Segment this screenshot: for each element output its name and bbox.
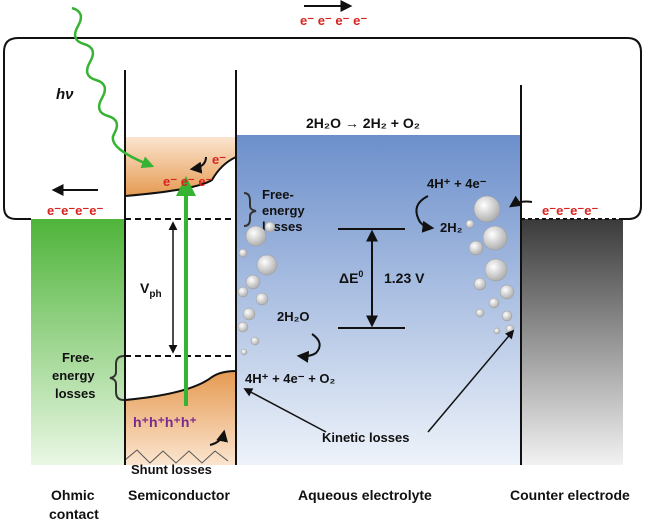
brace-left <box>109 355 125 401</box>
conduction-band-edge <box>124 156 237 197</box>
photon-label: hν <box>56 86 74 103</box>
reduction-reactants: 4H⁺ + 4e⁻ <box>427 176 487 191</box>
caption-electrolyte: Aqueous electrolyte <box>298 487 432 503</box>
electrons-right: e⁻e⁻e⁻e⁻ <box>542 203 599 218</box>
ohmic-contact-region <box>31 219 125 465</box>
free-energy-losses-left: Free- energy losses <box>52 350 98 401</box>
thermalization-arrow <box>189 156 207 174</box>
oxygen-bubbles <box>237 221 278 356</box>
overall-reaction: 2H₂O → 2H₂ + O₂ <box>306 115 420 131</box>
valence-band-edge <box>124 370 237 401</box>
reduction-product: 2H₂ <box>440 220 463 235</box>
voltage-label: 1.23 V <box>384 270 425 286</box>
shunt-losses-label: Shunt losses <box>131 462 212 477</box>
caption-counter-electrode: Counter electrode <box>510 487 630 503</box>
hydrogen-bubbles <box>465 195 515 335</box>
conduction-electrons: e⁻ e⁻ e⁻ <box>163 174 213 189</box>
external-electrons: e⁻ e⁻ e⁻ e⁻ <box>300 13 367 28</box>
oxidation-reactant: 2H₂O <box>277 309 310 324</box>
valence-band <box>125 371 236 465</box>
caption-semiconductor: Semiconductor <box>128 487 230 503</box>
holes-label: h⁺h⁺h⁺h⁺ <box>133 414 197 430</box>
kinetic-losses-arrow-right <box>427 329 515 433</box>
delta-e-label: ΔE0 <box>339 269 363 286</box>
shunt-zigzag <box>124 449 229 464</box>
vph-label: Vph <box>140 280 162 300</box>
conduction-electron-single: e⁻ <box>212 152 226 167</box>
oxidation-arrow <box>296 333 321 363</box>
external-circuit-wire <box>3 37 642 220</box>
counter-electrode-region <box>521 219 623 465</box>
caption-ohmic-contact: Ohmic contact <box>49 487 99 522</box>
hole-transfer-arrow <box>209 429 228 446</box>
electrons-left: e⁻e⁻e⁻e⁻ <box>47 203 104 218</box>
kinetic-losses-label: Kinetic losses <box>322 430 409 445</box>
reduction-arrow <box>415 195 435 233</box>
electron-transfer-arrow <box>509 195 533 208</box>
brace-top <box>243 192 257 227</box>
oxidation-products: 4H⁺ + 4e⁻ + O₂ <box>245 371 336 386</box>
kinetic-losses-arrow-left <box>243 388 327 433</box>
photon-wave <box>71 6 155 169</box>
